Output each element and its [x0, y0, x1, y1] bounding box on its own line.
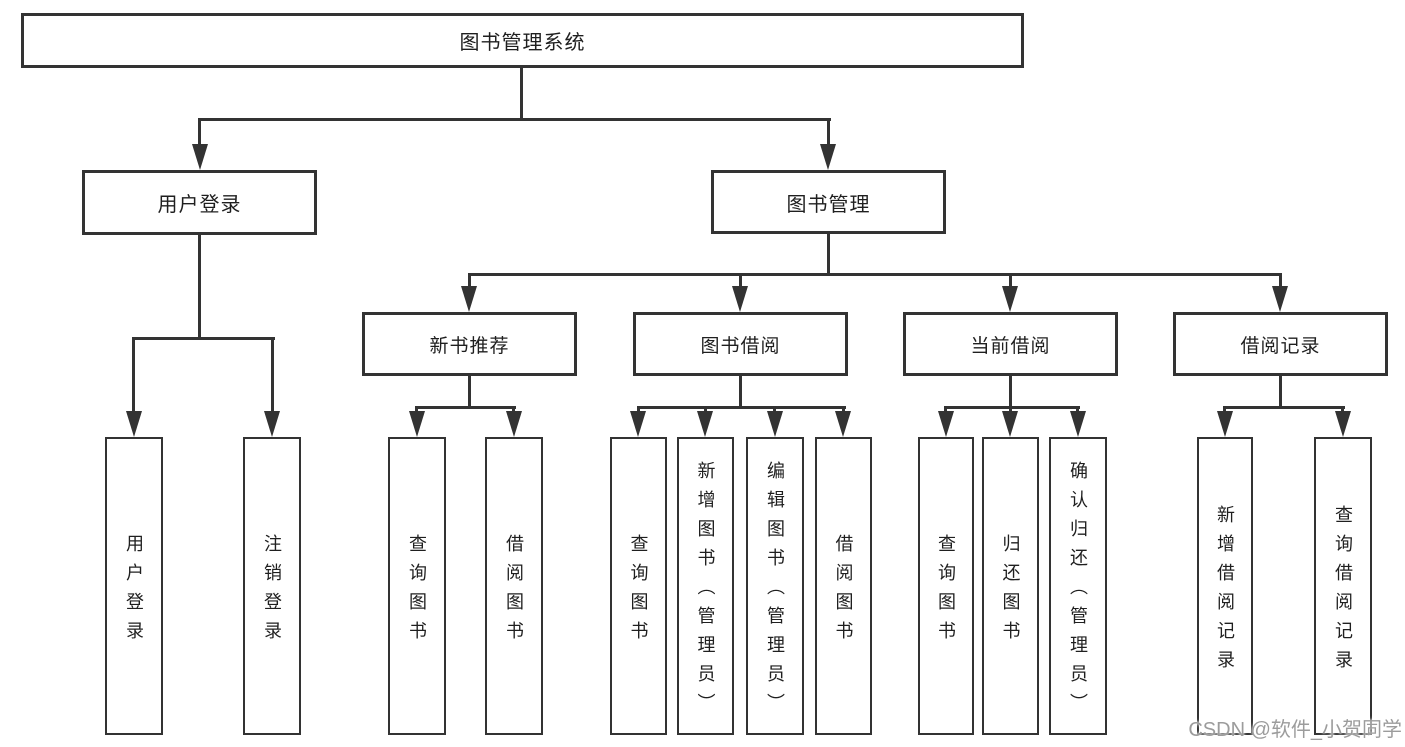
connector-line: [827, 118, 830, 148]
connector-line: [704, 406, 707, 414]
arrow-down-icon: [1002, 286, 1018, 312]
leaf-return-books: 归还图书: [982, 437, 1039, 735]
arrow-down-icon: [1335, 411, 1351, 437]
arrow-down-icon: [1002, 411, 1018, 437]
connector-line: [198, 118, 201, 148]
arrow-down-icon: [192, 144, 208, 170]
leaf-label: 查询图书: [407, 533, 427, 650]
node-label: 新书推荐: [429, 335, 510, 357]
connector-line: [520, 68, 523, 118]
connector-line: [512, 406, 515, 414]
connector-line: [132, 337, 135, 413]
node-book-management: 图书管理: [711, 170, 946, 234]
connector-line: [416, 406, 516, 409]
connector-line: [1223, 406, 1226, 414]
connector-line: [468, 376, 471, 408]
leaf-logout: 注销登录: [243, 437, 301, 735]
connector-line: [944, 406, 947, 414]
connector-line: [415, 406, 418, 414]
arrow-down-icon: [767, 411, 783, 437]
connector-line: [637, 406, 640, 414]
connector-line: [1009, 406, 1012, 414]
node-label: 当前借阅: [970, 335, 1051, 357]
arrow-down-icon: [697, 411, 713, 437]
node-label: 用户登录: [157, 194, 242, 216]
arrow-down-icon: [506, 411, 522, 437]
leaf-label: 新增借阅记录: [1215, 504, 1235, 679]
leaf-borrow-books-recommend: 借阅图书: [485, 437, 543, 735]
connector-line: [468, 273, 1282, 276]
leaf-label: 借阅图书: [833, 533, 854, 650]
node-current-borrowing: 当前借阅: [903, 312, 1118, 376]
connector-line: [1223, 406, 1345, 409]
leaf-confirm-return-admin: 确认归还（管理员）: [1049, 437, 1107, 735]
connector-line: [468, 273, 471, 289]
connector-line: [739, 376, 742, 408]
leaf-label: 用户登录: [124, 533, 144, 650]
arrow-down-icon: [1272, 286, 1288, 312]
node-label: 图书管理: [786, 193, 871, 216]
node-label: 借阅记录: [1240, 335, 1321, 357]
connector-line: [1279, 376, 1282, 408]
leaf-query-books-recommend: 查询图书: [388, 437, 446, 735]
arrow-down-icon: [630, 411, 646, 437]
leaf-label: 查询借阅记录: [1333, 504, 1353, 679]
leaf-label: 查询图书: [628, 533, 649, 650]
leaf-label: 确认归还（管理员）: [1068, 461, 1088, 722]
connector-line: [198, 235, 201, 337]
connector-line: [773, 406, 776, 414]
connector-line: [133, 337, 275, 340]
connector-line: [637, 406, 846, 409]
arrow-down-icon: [732, 286, 748, 312]
arrow-down-icon: [820, 144, 836, 170]
leaf-label: 注销登录: [262, 533, 282, 650]
connector-line: [739, 273, 742, 289]
arrow-down-icon: [938, 411, 954, 437]
connector-line: [842, 406, 845, 414]
leaf-query-borrow-record: 查询借阅记录: [1314, 437, 1372, 735]
connector-line: [827, 234, 830, 275]
connector-line: [1009, 376, 1012, 408]
node-book-borrowing: 图书借阅: [633, 312, 848, 376]
leaf-label: 编辑图书（管理员）: [765, 461, 785, 722]
csdn-watermark: CSDN @软件_小贺同学: [1188, 719, 1402, 741]
arrow-down-icon: [835, 411, 851, 437]
arrow-down-icon: [1070, 411, 1086, 437]
arrow-down-icon: [409, 411, 425, 437]
leaf-user-login: 用户登录: [105, 437, 163, 735]
leaf-label: 归还图书: [1000, 533, 1021, 650]
node-user-login: 用户登录: [82, 170, 317, 235]
leaf-borrow-books-borrow: 借阅图书: [815, 437, 872, 735]
arrow-down-icon: [264, 411, 280, 437]
leaf-query-books-current: 查询图书: [918, 437, 974, 735]
connector-line: [1009, 273, 1012, 289]
leaf-add-books-admin: 新增图书（管理员）: [677, 437, 734, 735]
leaf-label: 新增图书（管理员）: [695, 461, 716, 722]
connector-line: [198, 118, 831, 121]
arrow-down-icon: [461, 286, 477, 312]
connector-line: [1076, 406, 1079, 414]
connector-line: [271, 337, 274, 413]
connector-line: [1279, 273, 1282, 289]
connector-line: [944, 406, 1080, 409]
connector-line: [1341, 406, 1344, 414]
node-library-system: 图书管理系统: [21, 13, 1024, 68]
node-borrowing-records: 借阅记录: [1173, 312, 1388, 376]
leaf-query-books-borrow: 查询图书: [610, 437, 667, 735]
arrow-down-icon: [1217, 411, 1233, 437]
leaf-edit-books-admin: 编辑图书（管理员）: [746, 437, 804, 735]
node-new-book-recommend: 新书推荐: [362, 312, 577, 376]
leaf-label: 借阅图书: [504, 533, 524, 650]
node-label: 图书管理系统: [459, 32, 586, 54]
leaf-add-borrow-record: 新增借阅记录: [1197, 437, 1253, 735]
leaf-label: 查询图书: [936, 533, 956, 650]
node-label: 图书借阅: [700, 335, 781, 357]
arrow-down-icon: [126, 411, 142, 437]
